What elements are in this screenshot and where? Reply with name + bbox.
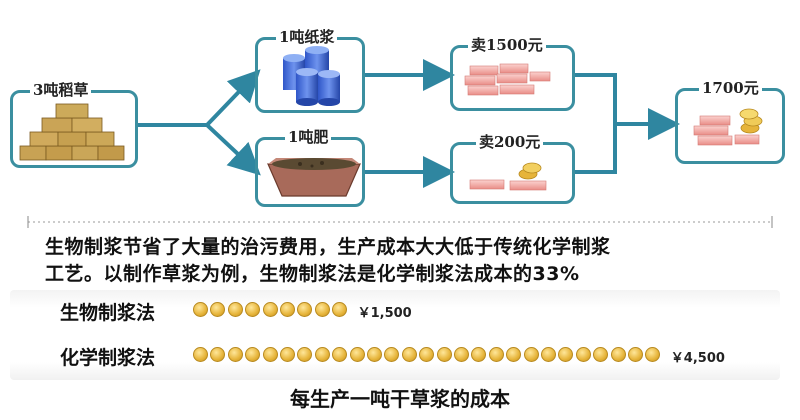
gold-coin-icon: [332, 302, 348, 317]
gold-coin-icon: [314, 302, 330, 317]
gold-coin-icon: [280, 347, 295, 362]
gold-coin-icon: [454, 347, 469, 362]
gold-coin-icon: [593, 347, 609, 362]
gold-coin-icon: [297, 347, 313, 362]
total-label: 1700元: [699, 79, 762, 97]
sell-fertilizer-label: 卖200元: [476, 133, 544, 151]
gold-coin-icon: [227, 302, 243, 317]
money-bars-icon: [693, 108, 763, 146]
money-bars-icon: [464, 63, 551, 96]
gold-coin-icon: [384, 347, 400, 362]
gold-coin-icon: [227, 347, 243, 362]
fertilizer-box: [255, 137, 365, 207]
gold-coin-icon: [610, 347, 626, 362]
chem-coin-row: [193, 347, 663, 365]
straw-bales-icon: [19, 103, 125, 161]
gold-coin-icon: [419, 347, 435, 362]
gold-coin-icon: [280, 302, 295, 317]
bio-coin-row: [193, 302, 350, 320]
gold-coin-icon: [245, 302, 261, 317]
chem-method-label: 化学制浆法: [60, 347, 156, 369]
fertilizer-tray-icon: [267, 158, 361, 197]
gold-coin-icon: [262, 347, 278, 362]
gold-coin-icon: [210, 347, 226, 362]
gold-coin-icon: [297, 302, 313, 317]
gold-coin-icon: [314, 347, 330, 362]
comparison-panel: [10, 290, 780, 380]
gold-coin-icon: [628, 347, 643, 362]
arrow-to-paper: [205, 69, 261, 127]
bio-method-label: 生物制浆法: [60, 302, 156, 324]
connectors: [138, 59, 680, 188]
gold-coin-icon: [401, 347, 417, 362]
description-line-2: 工艺。以制作草浆为例，生物制浆法是化学制浆法成本的33%: [45, 263, 580, 285]
source-label: 3吨稻草: [30, 81, 92, 99]
paper-pulp-barrels-icon: [283, 46, 340, 106]
comparison-caption: 每生产一吨干草浆的成本: [290, 387, 510, 411]
gold-coin-icon: [739, 108, 759, 120]
description-line-1: 生物制浆节省了大量的治污费用，生产成本大大低于传统化学制浆: [45, 236, 611, 258]
gold-coin-icon: [367, 347, 382, 362]
sell-fertilizer-box: [450, 142, 575, 204]
divider: [27, 216, 773, 228]
gold-coin-icon: [210, 302, 226, 317]
gold-coin-icon: [193, 347, 208, 362]
gold-coin-icon: [506, 347, 522, 362]
paper-pulp-box: [255, 37, 365, 113]
sell-paper-label: 卖1500元: [468, 36, 546, 54]
fertilizer-label: 1吨肥: [285, 128, 332, 146]
gold-coin-icon: [523, 347, 539, 362]
gold-coin-icon: [558, 347, 574, 362]
gold-coin-icon: [262, 302, 278, 317]
paper-pulp-label: 1吨纸浆: [276, 28, 338, 46]
gold-coin-icon: [575, 347, 591, 362]
arrow-to-fertilizer: [205, 123, 261, 176]
gold-coin-icon: [541, 347, 556, 362]
gold-coin-icon: [471, 347, 487, 362]
gold-coin-icon: [193, 302, 208, 317]
connector-sell-join: [575, 73, 617, 174]
gold-coin-icon: [522, 162, 542, 174]
gold-coin-icon: [645, 347, 661, 362]
gold-coin-icon: [245, 347, 261, 362]
sell-paper-box: [450, 45, 575, 111]
total-box: [675, 88, 785, 164]
gold-coin-icon: [332, 347, 348, 362]
gold-coin-icon: [436, 347, 452, 362]
bio-price: ￥1,500: [357, 306, 412, 321]
source-box: [10, 90, 138, 168]
money-bars-icon: [469, 162, 547, 191]
chem-price: ￥4,500: [670, 351, 725, 366]
gold-coin-icon: [488, 347, 504, 362]
gold-coin-icon: [349, 347, 365, 362]
